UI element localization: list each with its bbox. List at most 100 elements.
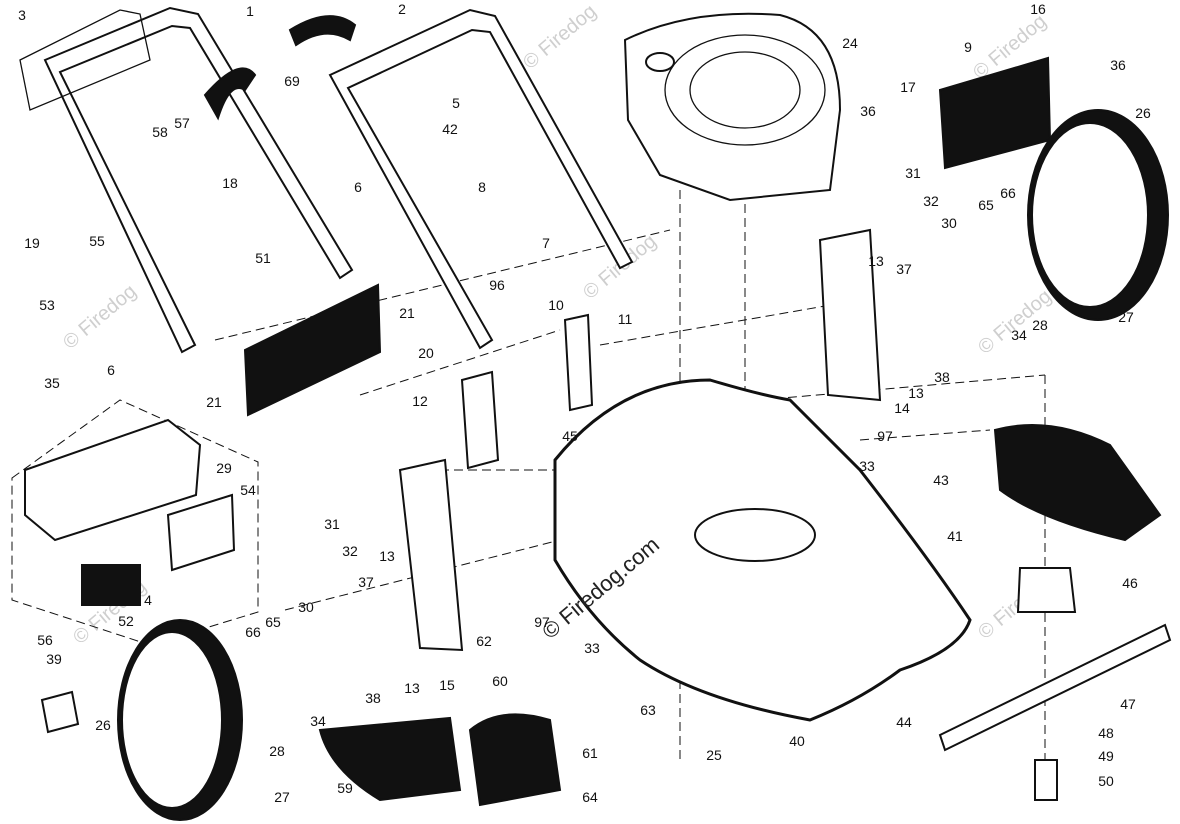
part-number-label: 28 (269, 743, 285, 759)
part-number-label: 35 (44, 375, 60, 391)
part-number-label: 38 (365, 690, 381, 706)
part-number-label: 63 (640, 702, 656, 718)
part-number-label: 64 (582, 789, 598, 805)
part-number-label: 31 (324, 516, 340, 532)
axle-bracket (818, 228, 882, 402)
lower-handle (328, 8, 634, 350)
part-number-label: 34 (310, 713, 326, 729)
part-number-label: 21 (206, 394, 222, 410)
part-number-label: 11 (618, 311, 633, 327)
part-number-label: 13 (404, 680, 420, 696)
part-number-label: 16 (1030, 1, 1046, 17)
battery-tray (166, 493, 236, 572)
part-number-label: 29 (216, 460, 232, 476)
battery-cover (24, 418, 202, 542)
part-number-label: 14 (894, 400, 910, 416)
part-number-label: 3 (18, 7, 26, 23)
blade-bolt (1034, 759, 1058, 801)
part-number-label: 32 (342, 543, 358, 559)
part-number-label: 36 (860, 103, 876, 119)
part-number-label: 41 (947, 528, 963, 544)
part-number-label: 21 (399, 305, 415, 321)
part-number-label: 17 (900, 79, 916, 95)
part-number-label: 24 (842, 35, 858, 51)
side-deflector (468, 713, 562, 807)
part-number-label: 56 (37, 632, 53, 648)
part-number-label: 25 (706, 747, 722, 763)
part-number-label: 32 (923, 193, 939, 209)
part-number-label: 36 (1110, 57, 1126, 73)
part-number-label: 7 (542, 235, 550, 251)
part-number-label: 28 (1032, 317, 1048, 333)
part-number-label: 26 (95, 717, 111, 733)
part-number-label: 18 (222, 175, 238, 191)
part-number-label: 37 (358, 574, 374, 590)
part-number-label: 2 (398, 1, 406, 17)
part-number-label: 46 (1122, 575, 1138, 591)
part-number-label: 34 (1011, 327, 1027, 343)
grip-hose (288, 15, 357, 47)
part-number-label: 19 (24, 235, 40, 251)
part-number-label: 44 (896, 714, 912, 730)
part-number-label: 51 (255, 250, 271, 266)
part-number-label: 31 (905, 165, 921, 181)
part-number-label: 65 (265, 614, 281, 630)
part-number-label: 53 (39, 297, 55, 313)
part-number-label: 47 (1120, 696, 1136, 712)
part-number-label: 42 (442, 121, 458, 137)
part-number-label: 20 (418, 345, 434, 361)
part-number-label: 45 (562, 428, 578, 444)
part-number-label: 49 (1098, 748, 1114, 764)
part-number-label: 48 (1098, 725, 1114, 741)
part-number-label: 66 (1000, 185, 1016, 201)
blade (938, 623, 1172, 752)
watermark-text: © Firedog (519, 0, 601, 73)
part-number-label: 39 (46, 651, 62, 667)
part-number-label: 5 (452, 95, 460, 111)
part-number-label: 43 (933, 472, 949, 488)
part-number-label: 12 (412, 393, 428, 409)
part-number-label: 6 (354, 179, 362, 195)
charger (40, 690, 80, 734)
part-number-label: 33 (859, 458, 875, 474)
part-number-label: 58 (152, 124, 168, 140)
part-number-label: 33 (584, 640, 600, 656)
bracket-plate (460, 370, 500, 470)
part-number-label: 30 (298, 599, 314, 615)
part-number-label: 27 (274, 789, 290, 805)
part-number-label: 13 (908, 385, 924, 401)
upper-handle (19, 6, 354, 354)
front-left-wheel (117, 619, 243, 821)
part-number-label: 66 (245, 624, 261, 640)
part-number-label: 40 (789, 733, 805, 749)
part-number-label: 30 (941, 215, 957, 231)
part-number-label: 55 (89, 233, 105, 249)
part-number-label: 65 (978, 197, 994, 213)
part-number-label: 50 (1098, 773, 1114, 789)
part-number-label: 38 (934, 369, 950, 385)
engine (623, 12, 842, 202)
cross-bar (243, 283, 382, 417)
part-number-label: 57 (174, 115, 190, 131)
blade-adapter (1016, 567, 1077, 613)
part-number-label: 15 (439, 677, 455, 693)
blade-baffle (993, 424, 1162, 542)
part-number-label: 9 (964, 39, 972, 55)
part-number-label: 27 (1118, 309, 1134, 325)
part-number-label: 37 (896, 261, 912, 277)
mulch-plug (938, 56, 1052, 170)
part-number-label: 52 (118, 613, 134, 629)
rear-deflector (318, 716, 462, 802)
battery (81, 564, 141, 606)
part-number-label: 97 (877, 428, 893, 444)
part-number-label: 1 (246, 3, 254, 19)
part-number-label: 54 (240, 482, 256, 498)
watermark-text: © Firedog (59, 280, 141, 353)
part-number-label: 60 (492, 673, 508, 689)
part-number-label: 13 (868, 253, 884, 269)
part-number-label: 97 (534, 614, 550, 630)
bracket-plate (563, 313, 594, 412)
part-number-label: 10 (548, 297, 564, 313)
